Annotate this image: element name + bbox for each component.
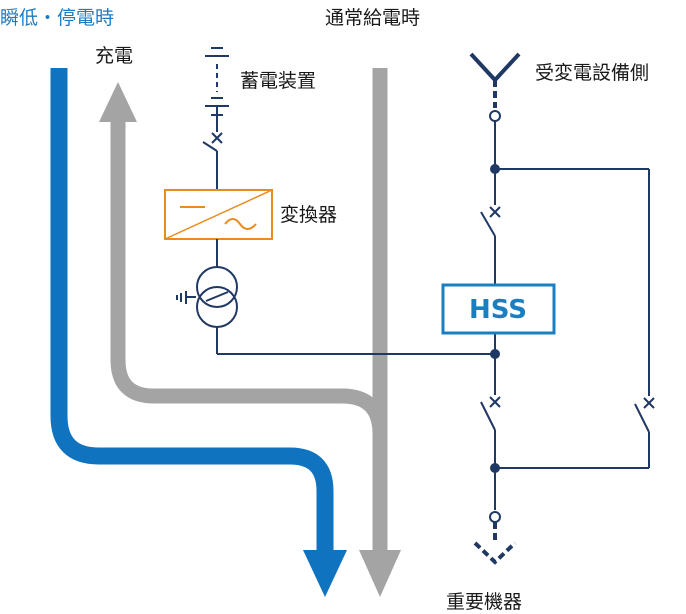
junction-dot (490, 349, 500, 359)
junction-dot (490, 463, 500, 473)
battery-icon (202, 47, 229, 190)
hss-label: HSS (469, 295, 527, 325)
converter-icon (164, 189, 273, 240)
junction-dot (490, 164, 500, 174)
main-feeder (469, 52, 655, 565)
outage-label: 瞬低・停電時 (0, 7, 114, 29)
converter-label: 変換器 (280, 204, 337, 226)
normal-supply-label: 通常給電時 (325, 7, 420, 29)
normal-supply-arrow-head (359, 550, 401, 597)
hss-box (441, 283, 556, 335)
charging-label: 充電 (95, 45, 133, 67)
outage-supply-arrow-shaft (50, 68, 334, 552)
transformer-icon (176, 239, 495, 355)
receiving-side-label: 受変電設備側 (535, 62, 649, 84)
critical-load-label: 重要機器 (446, 591, 522, 613)
storage-label: 蓄電装置 (240, 70, 316, 92)
charging-arrow-head (99, 82, 137, 122)
outage-supply-arrow-head (303, 550, 347, 597)
charging-arrow-shaft (110, 120, 388, 470)
